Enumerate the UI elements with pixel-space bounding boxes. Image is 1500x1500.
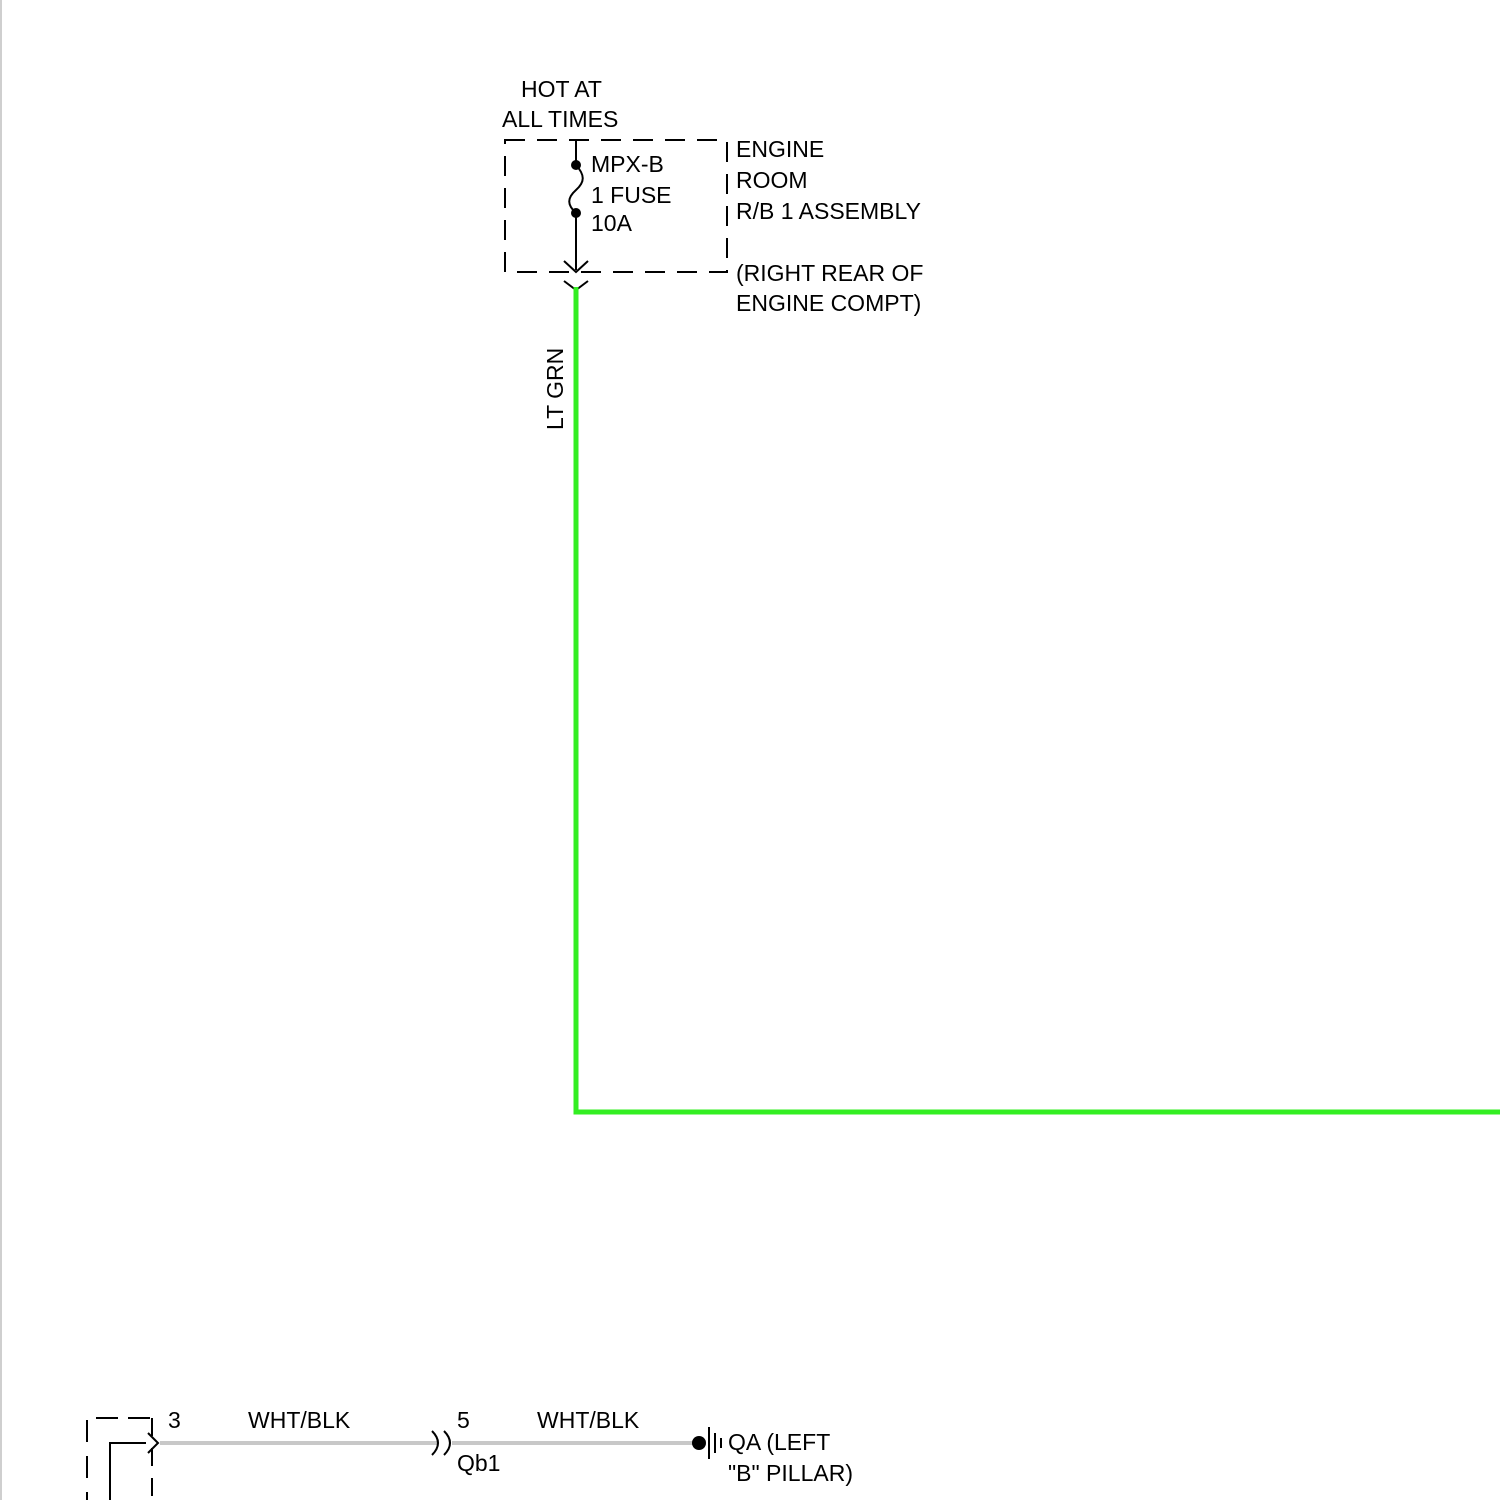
wht-blk-label-2: WHT/BLK xyxy=(537,1407,640,1433)
hot-at-label: HOT AT xyxy=(521,76,602,102)
fuse-name-label: MPX-B xyxy=(591,151,664,177)
ground-label-line2: "B" PILLAR) xyxy=(728,1460,853,1486)
lt-grn-wire xyxy=(576,287,1500,1112)
pin-3-label: 3 xyxy=(168,1407,181,1433)
all-times-label: ALL TIMES xyxy=(502,106,618,132)
fuse-rating-label: 10A xyxy=(591,210,633,236)
lt-grn-wire-label: LT GRN xyxy=(542,348,568,430)
location-line1: (RIGHT REAR OF xyxy=(736,260,923,286)
relay-block-line1: ENGINE xyxy=(736,136,824,162)
location-line2: ENGINE COMPT) xyxy=(736,290,921,316)
fuse-type-label: 1 FUSE xyxy=(591,182,672,208)
relay-block-line2: ROOM xyxy=(736,167,808,193)
qb1-label: Qb1 xyxy=(457,1450,500,1476)
pin-5-label: 5 xyxy=(457,1407,470,1433)
wht-blk-label-1: WHT/BLK xyxy=(248,1407,351,1433)
ground-symbol xyxy=(692,1427,721,1459)
ground-label-line1: QA (LEFT xyxy=(728,1429,830,1455)
fuse-symbol xyxy=(569,140,583,270)
relay-block-line3: R/B 1 ASSEMBLY xyxy=(736,198,921,224)
bottom-component-outline xyxy=(87,1418,158,1500)
